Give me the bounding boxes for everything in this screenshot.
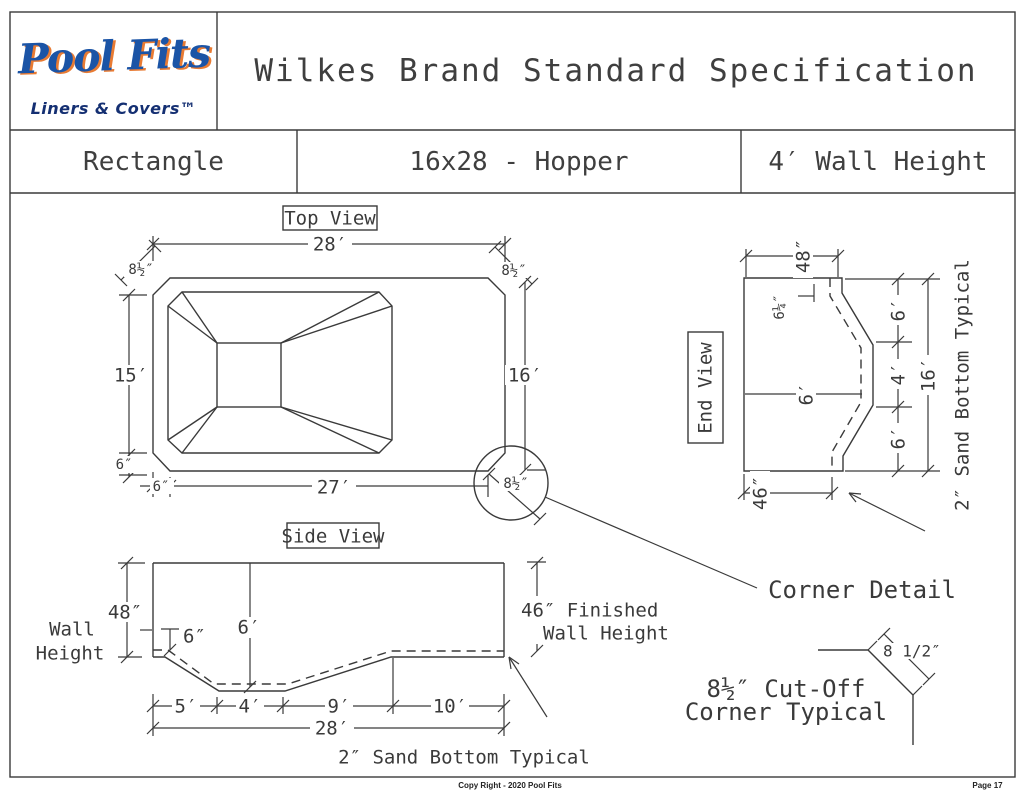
corner-detail-title: Corner Detail <box>768 576 956 604</box>
end-finished-dim: 46″ <box>750 476 772 510</box>
side-view-dim-segments: 5′ 4′ 9′ 10′ <box>146 658 511 736</box>
end-seg3-dim: 6′ <box>888 427 910 450</box>
top-view: Top View 28′ <box>111 205 758 589</box>
side-view-dim-48: 48″ <box>102 556 148 664</box>
end-view-dim-48: 48″ <box>739 234 845 278</box>
page-frame <box>9 11 1016 778</box>
top-view-dim-corner-tr: 8½″ <box>488 240 539 291</box>
top-view-label-box <box>282 205 378 231</box>
wall-word-2: Height <box>36 643 105 665</box>
brand-tagline: Liners & Covers™ <box>30 98 197 118</box>
side-seg2-dim: 4′ <box>239 696 262 718</box>
top-view-dim-15: 15′ <box>111 288 151 462</box>
footer-copyright-text: Copy Right - 2020 Pool Fits <box>458 781 562 790</box>
document-title: Wilkes Brand Standard Specification <box>254 53 978 89</box>
right-height-dim: 16′ <box>508 365 542 387</box>
side-view-dim-step: 6″ <box>161 626 206 657</box>
top-view-corner-circle: 8½″ <box>473 445 758 589</box>
corner-note-line1: 8½″ Cut-Off <box>707 675 866 703</box>
left-height-dim: 15′ <box>114 365 148 387</box>
footer-page-number: Page 17 <box>960 780 1015 791</box>
side-view-dim-28: 28′ <box>146 718 511 740</box>
side-sand-note: 2″ Sand Bottom Typical <box>338 747 590 769</box>
end-view-sand-arrow <box>848 492 926 532</box>
footer-page-text: Page 17 <box>972 781 1003 790</box>
end-view-sand-line <box>829 278 862 471</box>
left-inset-dim: 6″ <box>116 457 133 473</box>
top-view-slope-outline <box>167 291 393 454</box>
end-view-label: End View <box>695 342 717 434</box>
top-view-pool-outline <box>152 277 506 472</box>
end-seg1-dim: 6′ <box>888 299 910 322</box>
top-view-dim-28: 28′ <box>146 234 512 262</box>
end-view-dim-46: 46″ <box>737 471 839 515</box>
corner-tr-dim: 8½″ <box>501 263 526 279</box>
top-view-dim-corner-tl: 8½″ <box>114 239 162 287</box>
spec-wall-cell: 4′ Wall Height <box>741 130 1015 193</box>
end-depth-dim: 6′ <box>796 383 818 406</box>
footer-copyright: Copy Right - 2020 Pool Fits <box>400 780 620 791</box>
side-finished-dim-2: Wall Height <box>543 623 669 645</box>
side-view-dim-46: 46″ Finished Wall Height <box>520 556 669 658</box>
top-view-dim-16: 16′ <box>505 275 546 477</box>
end-sand-note: 2″ Sand Bottom Typical <box>952 259 974 511</box>
brand-tagline-row: Liners & Covers™ <box>10 96 217 120</box>
title-cell: Wilkes Brand Standard Specification <box>217 12 1015 130</box>
spec-model: 16x28 - Hopper <box>409 146 629 177</box>
side-view-sand-line <box>153 649 504 685</box>
top-view-slope-lines <box>167 291 393 454</box>
corner-detail: Corner Detail 8 1/2″ 8½″ Cut-Off Corner … <box>685 576 956 745</box>
top-view-dim-bottom: 6″ 27′ <box>140 472 489 499</box>
top-width-dim: 28′ <box>313 234 347 256</box>
end-view-outline <box>743 277 874 472</box>
bottom-width-dim: 27′ <box>317 477 351 499</box>
side-view-label: Side View <box>282 526 386 548</box>
corner-detail-dim: 8 1/2″ <box>883 642 941 661</box>
brand-logo-text: Pool Fits <box>16 28 211 84</box>
side-view: Side View 48″ Wall Height 6″ <box>36 522 669 769</box>
top-view-hopper-bottom <box>216 342 282 408</box>
end-total-dim: 16′ <box>918 358 940 392</box>
end-seg2-dim: 4′ <box>888 363 910 386</box>
corner-tl-dim: 8½″ <box>128 262 153 278</box>
brand-logo: Pool Fits <box>10 24 217 88</box>
side-view-label-box <box>286 522 380 549</box>
top-view-label: Top View <box>284 208 376 230</box>
end-corner-step-dim: 6¼″ <box>772 294 788 319</box>
side-finished-dim-1: 46″ Finished <box>521 600 658 622</box>
top-view-dim-6-left: 6″ <box>111 455 147 484</box>
end-view-label-box <box>687 331 724 444</box>
side-seg4-dim: 10′ <box>433 696 467 718</box>
end-view-dim-step: 6¼″ <box>772 284 815 320</box>
end-view: End View 48″ 6¼″ <box>687 234 974 532</box>
spec-shape: Rectangle <box>83 146 224 177</box>
corner-br-dim: 8½″ <box>503 476 528 492</box>
end-view-dim-segments: 6′ 4′ 6′ <box>845 272 940 478</box>
spec-wall-height: 4′ Wall Height <box>768 146 988 177</box>
corner-detail-leader <box>544 496 758 589</box>
side-seg3-dim: 9′ <box>328 696 351 718</box>
side-seg1-dim: 5′ <box>175 696 198 718</box>
side-view-floor-profile <box>153 656 504 692</box>
corner-note-line2: Corner Typical <box>685 698 887 726</box>
end-view-dim-16: 16′ <box>918 272 940 478</box>
spec-model-cell: 16x28 - Hopper <box>297 130 741 193</box>
end-wall-height-dim: 48″ <box>793 239 815 273</box>
end-view-dim-depth: 6′ <box>745 379 862 409</box>
side-step-dim: 6″ <box>183 626 206 648</box>
side-total-dim: 28′ <box>315 718 349 740</box>
side-view-dim-depth: 6′ <box>235 563 263 694</box>
spec-shape-cell: Rectangle <box>10 130 297 193</box>
side-depth-dim: 6′ <box>238 617 261 639</box>
side-wall-height-dim: 48″ <box>108 602 142 624</box>
corner-detail-shape <box>818 649 914 745</box>
bottom-inset-dim: 6″ <box>153 479 170 495</box>
side-view-sand-arrow <box>508 656 548 718</box>
wall-word-1: Wall <box>49 619 95 641</box>
